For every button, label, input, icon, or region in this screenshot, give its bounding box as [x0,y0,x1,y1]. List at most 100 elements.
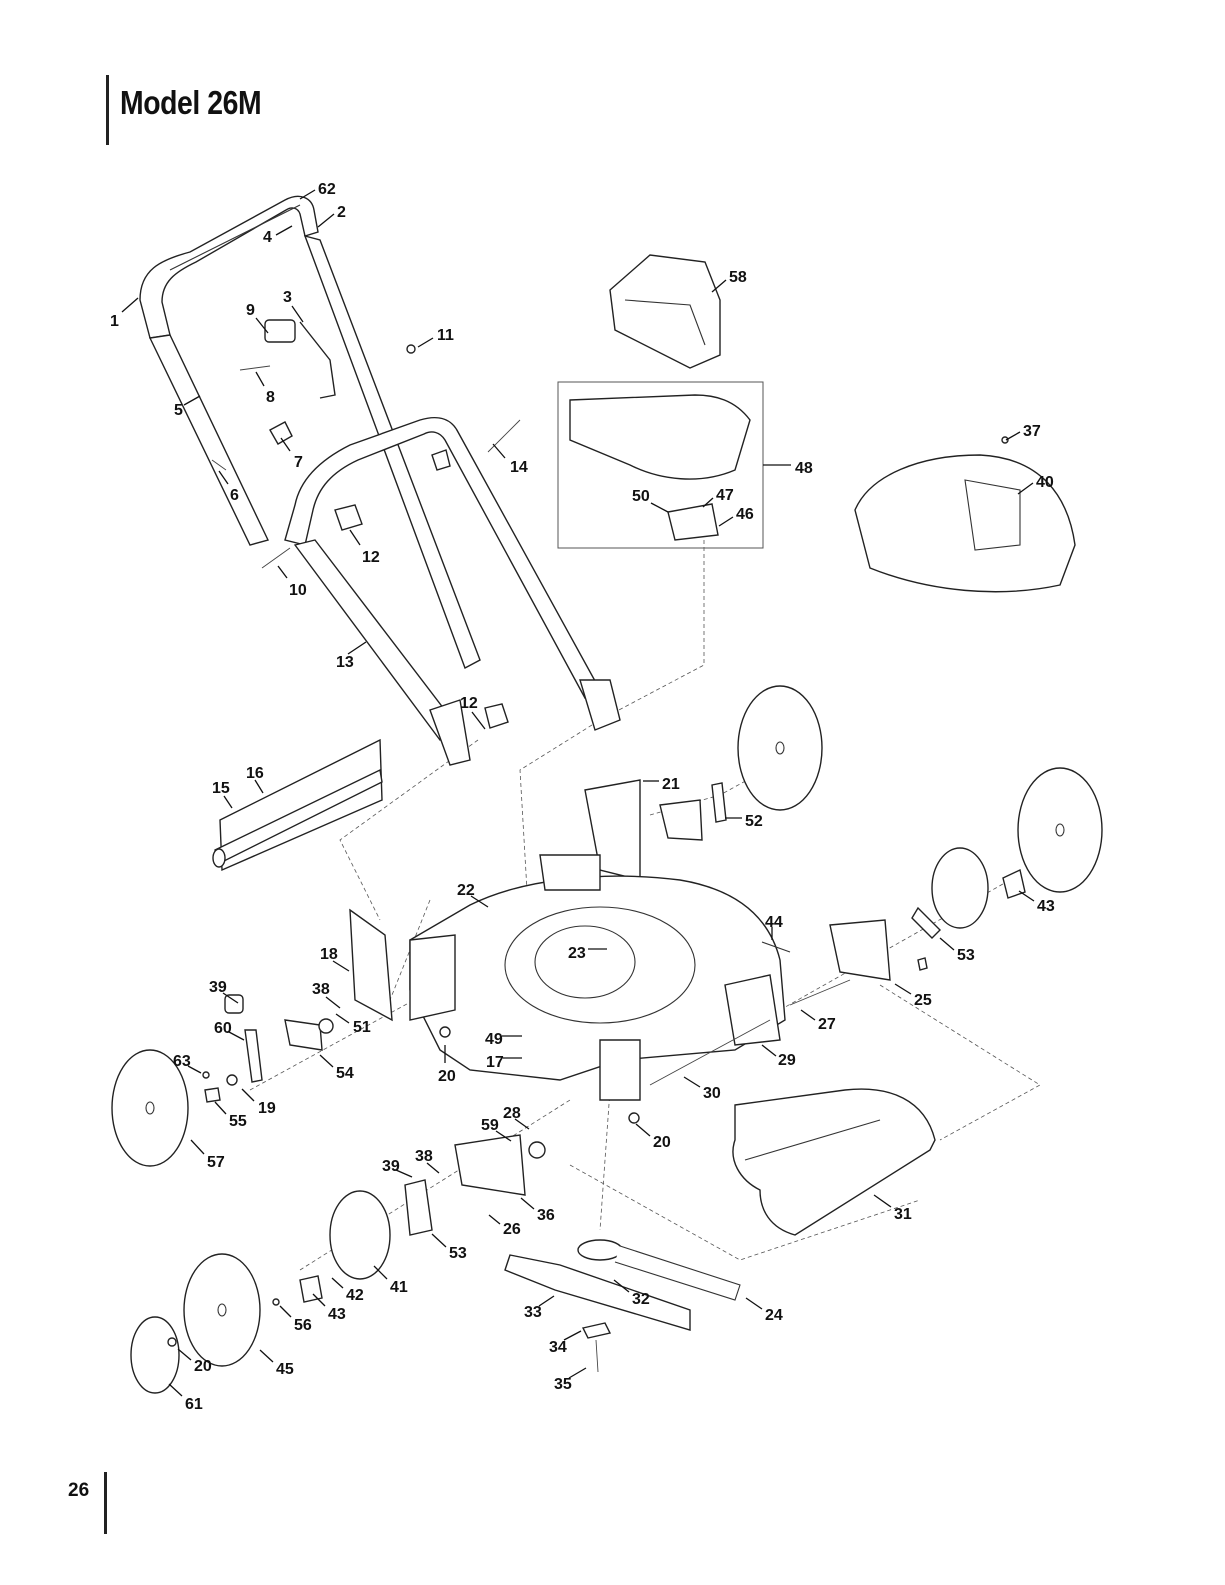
part-callout-c15: 15 [212,780,230,797]
leader-line-c30 [684,1077,700,1087]
part-callout-c13: 13 [336,654,354,671]
part-callout-c29: 29 [778,1052,796,1069]
leader-line-c3 [292,306,303,322]
leader-line-c4 [276,226,292,235]
part-callout-c25: 25 [914,992,932,1009]
leader-line-c50 [651,503,668,512]
leader-line-c29 [762,1045,776,1056]
part-callout-c30: 30 [703,1085,721,1102]
leader-line-c43a [1019,891,1034,901]
leader-line-c2 [318,214,334,227]
part-callout-c57: 57 [207,1154,225,1171]
leader-line-c20c [178,1349,191,1360]
part-callout-c60: 60 [214,1020,232,1037]
leader-line-c55 [215,1102,226,1114]
part-callout-c27: 27 [818,1016,836,1033]
part-callout-c14: 14 [510,459,528,476]
part-callout-c55: 55 [229,1113,247,1130]
page-number-bar [104,1472,107,1534]
discharge-door-assembly [558,382,763,548]
part-callout-c61: 61 [185,1396,203,1413]
leader-line-c37 [1006,432,1020,440]
part-callout-c38b: 38 [415,1148,433,1165]
leader-line-c57 [191,1140,204,1154]
part-callout-c39a: 39 [209,979,227,996]
part-callout-c40: 40 [1036,474,1054,491]
part-callout-c51: 51 [353,1019,371,1036]
part-callout-c17: 17 [486,1054,504,1071]
part-callout-c12a: 12 [362,549,380,566]
part-callout-c36: 36 [537,1207,555,1224]
part-callout-c54: 54 [336,1065,354,1082]
leader-line-c1 [122,298,138,312]
part-callout-c41: 41 [390,1279,408,1296]
part-callout-c62: 62 [318,181,336,198]
part-callout-c59: 59 [481,1117,499,1134]
part-callout-c12b: 12 [460,695,478,712]
leader-line-c11 [418,338,433,347]
leader-line-c10 [278,566,287,578]
part-callout-c58: 58 [729,269,747,286]
leader-line-c12b [472,712,485,729]
part-callout-c16: 16 [246,765,264,782]
leader-line-c53a [940,938,954,950]
leader-line-c8 [256,372,264,386]
part-callout-c47: 47 [716,487,734,504]
leader-line-c26 [489,1215,500,1224]
part-callout-c63: 63 [173,1053,191,1070]
part-callout-c22: 22 [457,882,475,899]
part-callout-c23: 23 [568,945,586,962]
part-callout-c19: 19 [258,1100,276,1117]
part-callout-c1: 1 [110,313,119,330]
part-callout-c48: 48 [795,460,813,477]
part-callout-c31: 31 [894,1206,912,1223]
part-callout-c53b: 53 [449,1245,467,1262]
leader-line-c38a [326,997,340,1008]
part-callout-c26: 26 [503,1221,521,1238]
part-callout-c11: 11 [437,327,454,344]
part-callout-c24: 24 [765,1307,783,1324]
part-callout-c9: 9 [246,302,255,319]
leader-line-c56 [280,1306,291,1317]
part-callout-c2: 2 [337,204,346,221]
leader-line-c13 [348,642,366,654]
part-callout-c28: 28 [503,1105,521,1122]
part-callout-c10: 10 [289,582,307,599]
part-callout-c18: 18 [320,946,338,963]
part-callout-c37: 37 [1023,423,1041,440]
part-callout-c21: 21 [662,776,680,793]
part-callout-c39b: 39 [382,1158,400,1175]
leader-line-c46 [719,517,733,526]
part-callout-c8: 8 [266,389,275,406]
leader-line-c62 [300,190,315,199]
part-callout-c45: 45 [276,1361,294,1378]
part-callout-c56: 56 [294,1317,312,1334]
part-callout-c52: 52 [745,813,763,830]
leader-line-c12a [350,530,360,545]
part-callout-c35: 35 [554,1376,572,1393]
part-callout-c43b: 43 [328,1306,346,1323]
part-callout-c34: 34 [549,1339,567,1356]
leader-line-c19 [242,1089,254,1101]
leader-line-c27 [801,1010,815,1020]
part-callout-c33: 33 [524,1304,542,1321]
part-callout-c46: 46 [736,506,754,523]
part-callout-c6: 6 [230,487,239,504]
leader-line-c36 [521,1198,534,1209]
page-number: 26 [68,1480,89,1502]
leader-line-c54 [320,1055,333,1067]
leader-line-c61 [169,1384,182,1396]
part-callout-c50: 50 [632,488,650,505]
leader-line-c53b [432,1234,446,1247]
rear-flap-assembly [213,740,382,870]
part-callout-c3: 3 [283,289,292,306]
leader-line-c31 [874,1195,891,1207]
part-callout-c20b: 20 [653,1134,671,1151]
leader-line-c24 [746,1298,762,1309]
part-callout-c20a: 20 [438,1068,456,1085]
part-callout-c42: 42 [346,1287,364,1304]
part-callout-c44: 44 [765,914,783,931]
leader-line-c25 [895,984,911,994]
